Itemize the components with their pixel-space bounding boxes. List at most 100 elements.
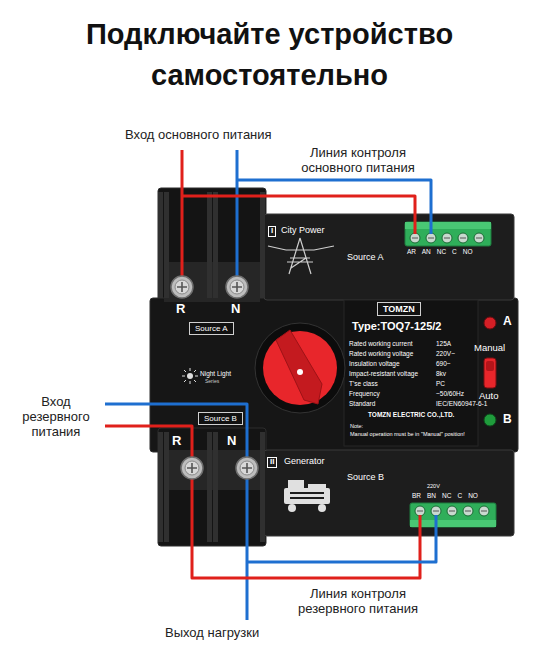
device-body-part [158, 188, 266, 302]
terminal-ribs-part [260, 192, 265, 298]
wires-part [105, 426, 420, 578]
terminal-holes-part [431, 506, 441, 516]
spec-cell: Rated working voltage [349, 350, 413, 357]
wires-part [237, 180, 431, 234]
roman-numeral: I [268, 226, 276, 237]
wires-part [236, 150, 239, 287]
spec-cell: 8kv [436, 370, 446, 377]
rotary-knob-part [276, 330, 322, 404]
callout-label: Линия контроля резервного питания [288, 587, 428, 617]
spec-cell: Insulation voltage [349, 360, 400, 367]
terminal-label: R [172, 434, 181, 449]
terminal-label: N [231, 302, 240, 317]
green-terminal-b-part [410, 503, 496, 527]
terminal-holes-part [428, 238, 434, 239]
page-title: Подключайте устройство самостоятельно [40, 14, 499, 95]
spec-cell: IEC/EN60947-6-1 [436, 400, 487, 407]
green-terminal-b [410, 503, 496, 527]
spec-cell: Frequency [349, 390, 380, 397]
device-body-part [344, 300, 478, 446]
terminal-screws-part [226, 276, 248, 298]
generator-icon-part [290, 492, 324, 494]
wires-part [247, 515, 436, 562]
terminal-label: N [227, 434, 236, 449]
spec-cell: T'se class [349, 380, 378, 387]
rotary-knob [255, 323, 345, 413]
terminal-screws-part [232, 282, 242, 292]
callout-label: Выход нагрузки [165, 626, 259, 641]
generator-icon-part [308, 484, 326, 489]
terminal-holes-part [426, 233, 436, 243]
night-light-icon-part [187, 373, 193, 379]
device-body-part [264, 450, 514, 536]
terminal-ribs-part [213, 192, 218, 298]
pylon-icon [268, 238, 334, 274]
maker-label: TOMZN ELECTRIC CO.,LTD. [368, 411, 454, 418]
device-body [150, 188, 518, 546]
pin-names: BR BN NC C NO [412, 492, 478, 499]
terminal-ribs [158, 192, 265, 542]
node-text: TOMZN [383, 304, 415, 314]
terminal-ribs-part [158, 192, 163, 298]
terminal-ribs-part [260, 432, 265, 542]
terminal-screws-part [175, 280, 189, 294]
indicator-label: B [503, 413, 512, 427]
indicator-panel-part [484, 414, 496, 426]
callout-label: Линия контроля основного питания [288, 146, 428, 176]
source-name: Source B [347, 472, 384, 482]
terminal-ribs-part [213, 432, 218, 542]
spec-cell: 690~ [436, 360, 451, 367]
brand-plate: TOMZN [377, 302, 421, 316]
roman-numeral: II [267, 457, 277, 468]
series-label: Night Light [200, 370, 231, 377]
generator-icon-part [288, 480, 304, 489]
spec-cell: PC [436, 380, 445, 387]
source-name: City Power [281, 225, 325, 235]
green-terminal-a-part [405, 222, 491, 246]
source-name: Generator [284, 456, 325, 466]
type-label: Type:TOQ7-125/2 [352, 320, 441, 333]
terminal-holes-part [463, 506, 473, 516]
green-terminal-a-part [405, 222, 491, 229]
terminal-ribs-part [158, 432, 163, 542]
terminal-ribs-part [207, 432, 212, 542]
indicator-panel [484, 317, 496, 426]
night-light-icon-part [182, 368, 198, 384]
device-body-part [264, 214, 514, 300]
wires [105, 150, 436, 620]
indicator-label: A [503, 315, 512, 329]
terminal-holes [410, 233, 489, 516]
note-label: Note: [350, 423, 363, 429]
terminal-holes-part [458, 233, 468, 243]
spec-cell: Rated working current [349, 340, 413, 347]
wires-part [105, 404, 247, 620]
terminal-screws-part [181, 457, 203, 479]
rotary-knob-part [255, 323, 345, 413]
voltage-label: 220V [427, 483, 440, 489]
terminal-holes-part [460, 238, 466, 239]
terminal-holes-part [481, 511, 487, 512]
pin-names: AR AN NC C NO [407, 248, 473, 255]
terminal-holes-part [479, 506, 489, 516]
indicator-panel-part [484, 358, 496, 388]
terminal-screws-part [185, 461, 199, 475]
terminal-holes-part [465, 511, 471, 512]
terminal-screws-part [236, 457, 258, 479]
green-terminal-a [405, 222, 491, 246]
terminal-holes-part [442, 233, 452, 243]
mode-label: Manual [474, 343, 505, 354]
terminal-holes-part [410, 233, 420, 243]
terminal-ribs-part [207, 192, 212, 298]
generator-icon-part [288, 504, 296, 512]
terminal-screws [171, 276, 258, 479]
pylon-icon-part [268, 246, 334, 250]
terminal-holes-part [447, 506, 457, 516]
indicator-panel-part [486, 361, 494, 371]
terminal-holes-part [412, 238, 418, 239]
rotary-knob-part [263, 331, 337, 405]
series-label: Series [205, 379, 219, 385]
wires-part [181, 150, 184, 287]
spec-cell: Impact-resistant voltage [349, 370, 418, 377]
